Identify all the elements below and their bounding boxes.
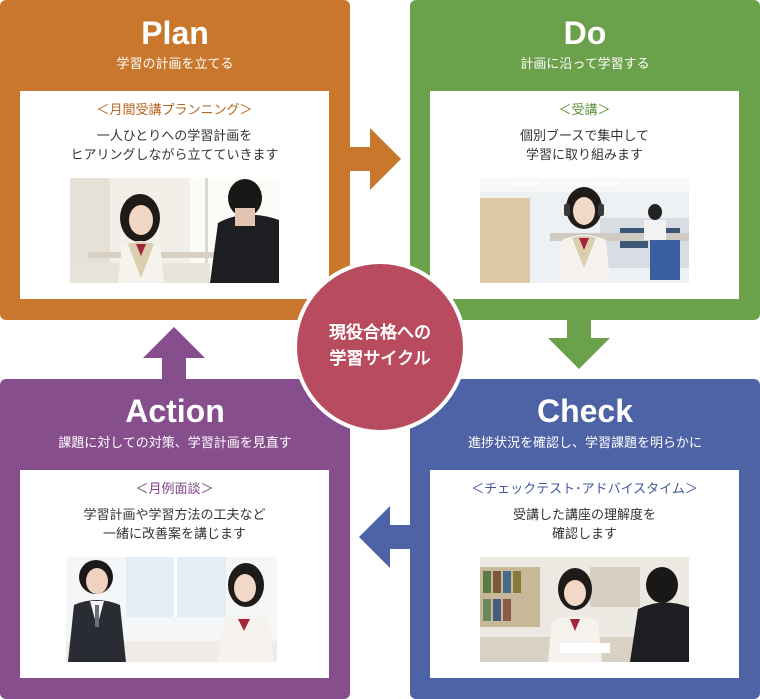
plan-card: ＜月間受講プランニング＞ 一人ひとりへの学習計画を ヒアリングしながら立てていき… (20, 91, 329, 299)
plan-panel: Plan 学習の計画を立てる ＜月間受講プランニング＞ 一人ひとりへの学習計画を… (0, 0, 350, 320)
do-panel: Do 計画に沿って学習する ＜受講＞ 個別ブースで集中して 学習に取り組みます (410, 0, 760, 320)
student-interview-photo (66, 557, 277, 662)
student-consultation-photo (70, 178, 279, 283)
do-title: Do (563, 15, 607, 51)
cycle-center-badge: 現役合格への 学習サイクル (293, 260, 467, 434)
plan-title: Plan (141, 15, 209, 51)
check-card-desc-2: 確認します (551, 527, 617, 542)
check-card: ＜チェックテスト･アドバイスタイム＞ 受講した講座の理解度を 確認します (430, 470, 739, 678)
do-card-desc-2: 学習に取り組みます (525, 148, 643, 163)
arrow-up-icon (143, 327, 205, 381)
plan-subtitle: 学習の計画を立てる (116, 57, 234, 72)
check-panel: Check 進捗状況を確認し、学習課題を明らかに ＜チェックテスト･アドバイスタ… (410, 379, 760, 699)
action-card-desc-2: 一緒に改善案を講じます (102, 527, 246, 542)
arrow-down-icon (548, 317, 610, 369)
check-subtitle: 進捗状況を確認し、学習課題を明らかに (467, 436, 702, 451)
action-subtitle: 課題に対しての対策、学習計画を見直す (58, 436, 292, 451)
action-card-label: ＜月例面談＞ (135, 482, 214, 497)
do-subtitle: 計画に沿って学習する (520, 57, 650, 72)
student-test-photo (480, 557, 689, 662)
arrow-right-icon (348, 128, 401, 190)
action-card: ＜月例面談＞ 学習計画や学習方法の工夫など 一緒に改善案を講じます (20, 470, 329, 678)
plan-card-label: ＜月間受講プランニング＞ (96, 103, 253, 118)
plan-card-desc-1: 一人ひとりへの学習計画を (96, 129, 253, 144)
do-card-label: ＜受講＞ (558, 103, 611, 118)
plan-card-desc-2: ヒアリングしながら立てていきます (70, 148, 279, 163)
check-title: Check (536, 393, 634, 429)
do-card: ＜受講＞ 個別ブースで集中して 学習に取り組みます (430, 91, 739, 299)
action-title: Action (125, 393, 225, 429)
arrow-left-icon (359, 506, 412, 568)
check-card-label: ＜チェックテスト･アドバイスタイム＞ (471, 482, 698, 497)
do-card-desc-1: 個別ブースで集中して (520, 129, 649, 144)
student-headphones-photo (480, 178, 689, 283)
check-card-desc-1: 受講した講座の理解度を (512, 508, 656, 523)
cycle-center-text: 現役合格への 学習サイクル (329, 323, 431, 369)
action-panel: Action 課題に対しての対策、学習計画を見直す ＜月例面談＞ 学習計画や学習… (0, 379, 350, 699)
action-card-desc-1: 学習計画や学習方法の工夫など (83, 508, 266, 523)
